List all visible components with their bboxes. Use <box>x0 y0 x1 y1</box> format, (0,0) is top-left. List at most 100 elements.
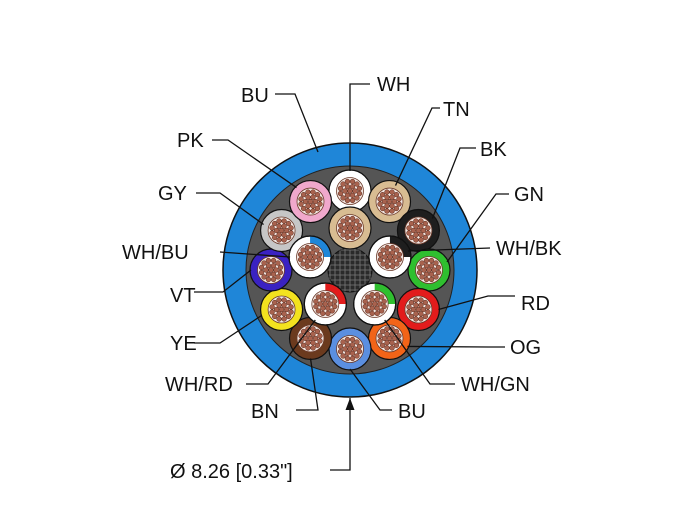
strand <box>309 258 316 265</box>
strand <box>312 198 319 205</box>
strand <box>347 225 353 231</box>
strand <box>288 309 294 315</box>
strand <box>276 311 282 317</box>
strand <box>349 221 356 227</box>
strand <box>369 305 375 311</box>
strand <box>310 189 316 195</box>
strand <box>384 250 391 256</box>
strand <box>344 197 351 204</box>
strand <box>269 225 275 231</box>
strand <box>332 303 338 310</box>
strand <box>389 340 395 346</box>
strand <box>423 271 430 277</box>
strand <box>384 258 391 265</box>
strand <box>418 297 424 303</box>
strand <box>281 297 287 303</box>
strand <box>418 237 424 243</box>
strand <box>367 301 373 307</box>
strand <box>347 188 353 194</box>
strand <box>309 244 316 251</box>
strand <box>337 343 344 350</box>
strand <box>349 234 356 241</box>
strand <box>393 342 400 348</box>
strand <box>372 301 378 307</box>
leader-ye <box>194 314 262 344</box>
strand <box>272 234 278 241</box>
strand <box>315 308 322 314</box>
strand <box>362 303 368 310</box>
strand <box>428 263 435 269</box>
strand <box>344 215 351 222</box>
leader-tn <box>394 107 440 186</box>
strand <box>418 302 424 308</box>
strand <box>384 194 390 200</box>
strand <box>356 227 363 234</box>
strand <box>415 306 422 313</box>
strand <box>281 302 287 308</box>
strand <box>322 301 328 307</box>
conductor-labels: WH TN BK GN WH/BK RD OG WH/GN BU BN WH/R… <box>122 74 562 483</box>
strand <box>384 244 391 251</box>
label-jacket-bu: BU <box>241 85 269 107</box>
label-gn: GN <box>514 184 544 206</box>
strand <box>391 198 398 205</box>
strand <box>384 263 391 270</box>
strand <box>320 310 326 317</box>
strand <box>418 311 424 317</box>
strand <box>396 196 402 202</box>
conductor-rd <box>396 287 441 332</box>
strand <box>369 291 375 298</box>
strand <box>305 203 311 209</box>
strand <box>314 328 321 335</box>
strand <box>349 184 356 190</box>
strand <box>344 234 351 241</box>
strand <box>327 301 333 307</box>
label-diameter: Ø 8.26 [0.33"] <box>170 461 293 483</box>
strand <box>283 227 290 234</box>
strand <box>310 340 316 346</box>
leader-wh <box>349 83 370 171</box>
strand <box>314 191 321 198</box>
strand <box>391 335 398 342</box>
strand <box>309 250 316 256</box>
strand <box>261 260 267 266</box>
leader-gn <box>446 193 509 263</box>
strand <box>297 256 304 263</box>
strand <box>378 308 385 314</box>
strand <box>281 237 287 243</box>
strand <box>425 309 431 315</box>
strand <box>302 198 309 205</box>
strand <box>269 304 275 310</box>
strand <box>310 194 316 200</box>
strand <box>410 306 417 313</box>
leader-rd <box>438 295 515 311</box>
strand <box>329 308 335 314</box>
strand <box>422 313 429 320</box>
strand <box>340 218 346 224</box>
strand <box>377 201 383 207</box>
strand <box>420 306 427 313</box>
strand <box>419 260 425 266</box>
strand <box>354 218 360 224</box>
strand <box>285 299 292 306</box>
cable <box>222 142 478 398</box>
strand <box>332 298 338 305</box>
strand <box>300 247 306 253</box>
strand <box>275 260 281 266</box>
strand <box>349 355 356 362</box>
strand <box>416 269 423 276</box>
strand <box>435 269 442 276</box>
strand <box>344 355 351 362</box>
strand <box>312 254 318 260</box>
strand <box>419 274 425 280</box>
strand <box>317 333 323 339</box>
leader-vt <box>194 269 252 293</box>
strand <box>273 306 280 313</box>
strand <box>344 178 351 185</box>
strand <box>406 230 412 236</box>
label-tn: TN <box>443 99 470 121</box>
strand <box>389 263 396 270</box>
strand <box>384 340 390 346</box>
strand <box>386 198 393 205</box>
strand <box>304 250 311 256</box>
